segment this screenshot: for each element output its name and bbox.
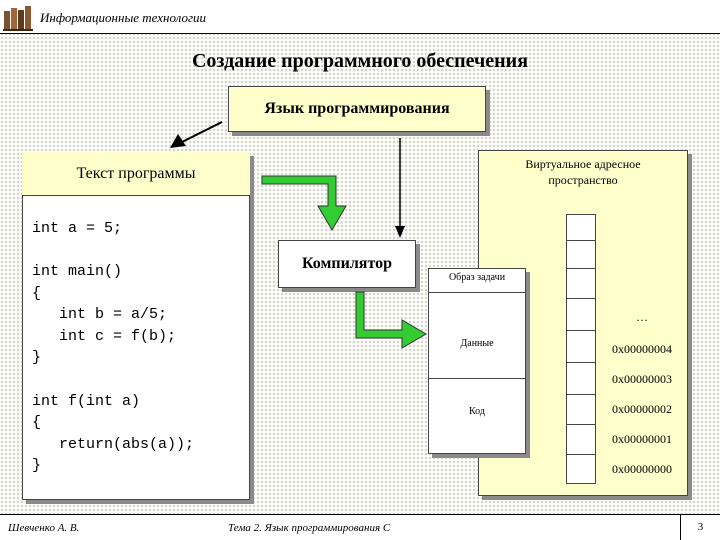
task-data-label: Данные (460, 338, 494, 349)
code-line: } (32, 349, 42, 366)
task-image-box (428, 268, 526, 454)
arrow-to-program-text-icon (170, 121, 223, 148)
address-label: 0x00000003 (612, 372, 672, 386)
memory-cell-divider (566, 362, 596, 363)
address-label: 0x00000002 (612, 402, 672, 416)
footer-author: Шевченко А. В. (8, 522, 80, 534)
ellipsis-label: … (636, 310, 648, 324)
memory-cell-divider (566, 454, 596, 455)
code-line: return(abs(a)); (32, 436, 195, 453)
green-arrow-to-task-icon (355, 291, 427, 349)
arrow-to-compiler-icon (395, 138, 405, 238)
code-line: { (32, 414, 42, 431)
code-line: int main() (32, 263, 123, 280)
memory-cell-divider (566, 240, 596, 241)
books-logo-icon (3, 6, 33, 31)
task-image-label: Образ задачи (448, 272, 506, 283)
page-number: 3 (680, 514, 720, 540)
green-arrow-to-compiler-icon (261, 175, 347, 231)
code-line: int b = a/5; (32, 306, 168, 323)
task-code-label: Код (469, 406, 485, 417)
footer-topic: Тема 2. Язык программирования С (228, 522, 391, 534)
code-line: { (32, 285, 42, 302)
footer-bar (0, 514, 720, 540)
memory-cell-divider (566, 298, 596, 299)
language-box: Язык программирования (228, 86, 486, 132)
slide-title: Создание программного обеспечения (191, 50, 529, 72)
compiler-box: Компилятор (278, 240, 416, 288)
vas-title: Виртуальное адресное пространство (478, 156, 688, 188)
task-divider (428, 378, 526, 379)
code-line: } (32, 457, 42, 474)
address-label: 0x00000001 (612, 432, 672, 446)
memory-cell-divider (566, 394, 596, 395)
header-bar (0, 0, 720, 34)
address-label: 0x00000004 (612, 342, 672, 356)
memory-column (566, 214, 596, 484)
task-divider (428, 292, 526, 293)
vas-title-line1: Виртуальное адресное (525, 157, 641, 171)
address-label: 0x00000000 (612, 462, 672, 476)
vas-title-line2: пространство (548, 173, 618, 187)
code-line: int c = f(b); (32, 328, 177, 345)
program-text-header: Текст программы (22, 152, 250, 196)
memory-cell-divider (566, 424, 596, 425)
header-title: Информационные технологии (40, 10, 207, 25)
memory-cell-divider (566, 268, 596, 269)
code-line: int a = 5; (32, 220, 123, 237)
code-line: int f(int a) (32, 393, 141, 410)
memory-cell-divider (566, 330, 596, 331)
